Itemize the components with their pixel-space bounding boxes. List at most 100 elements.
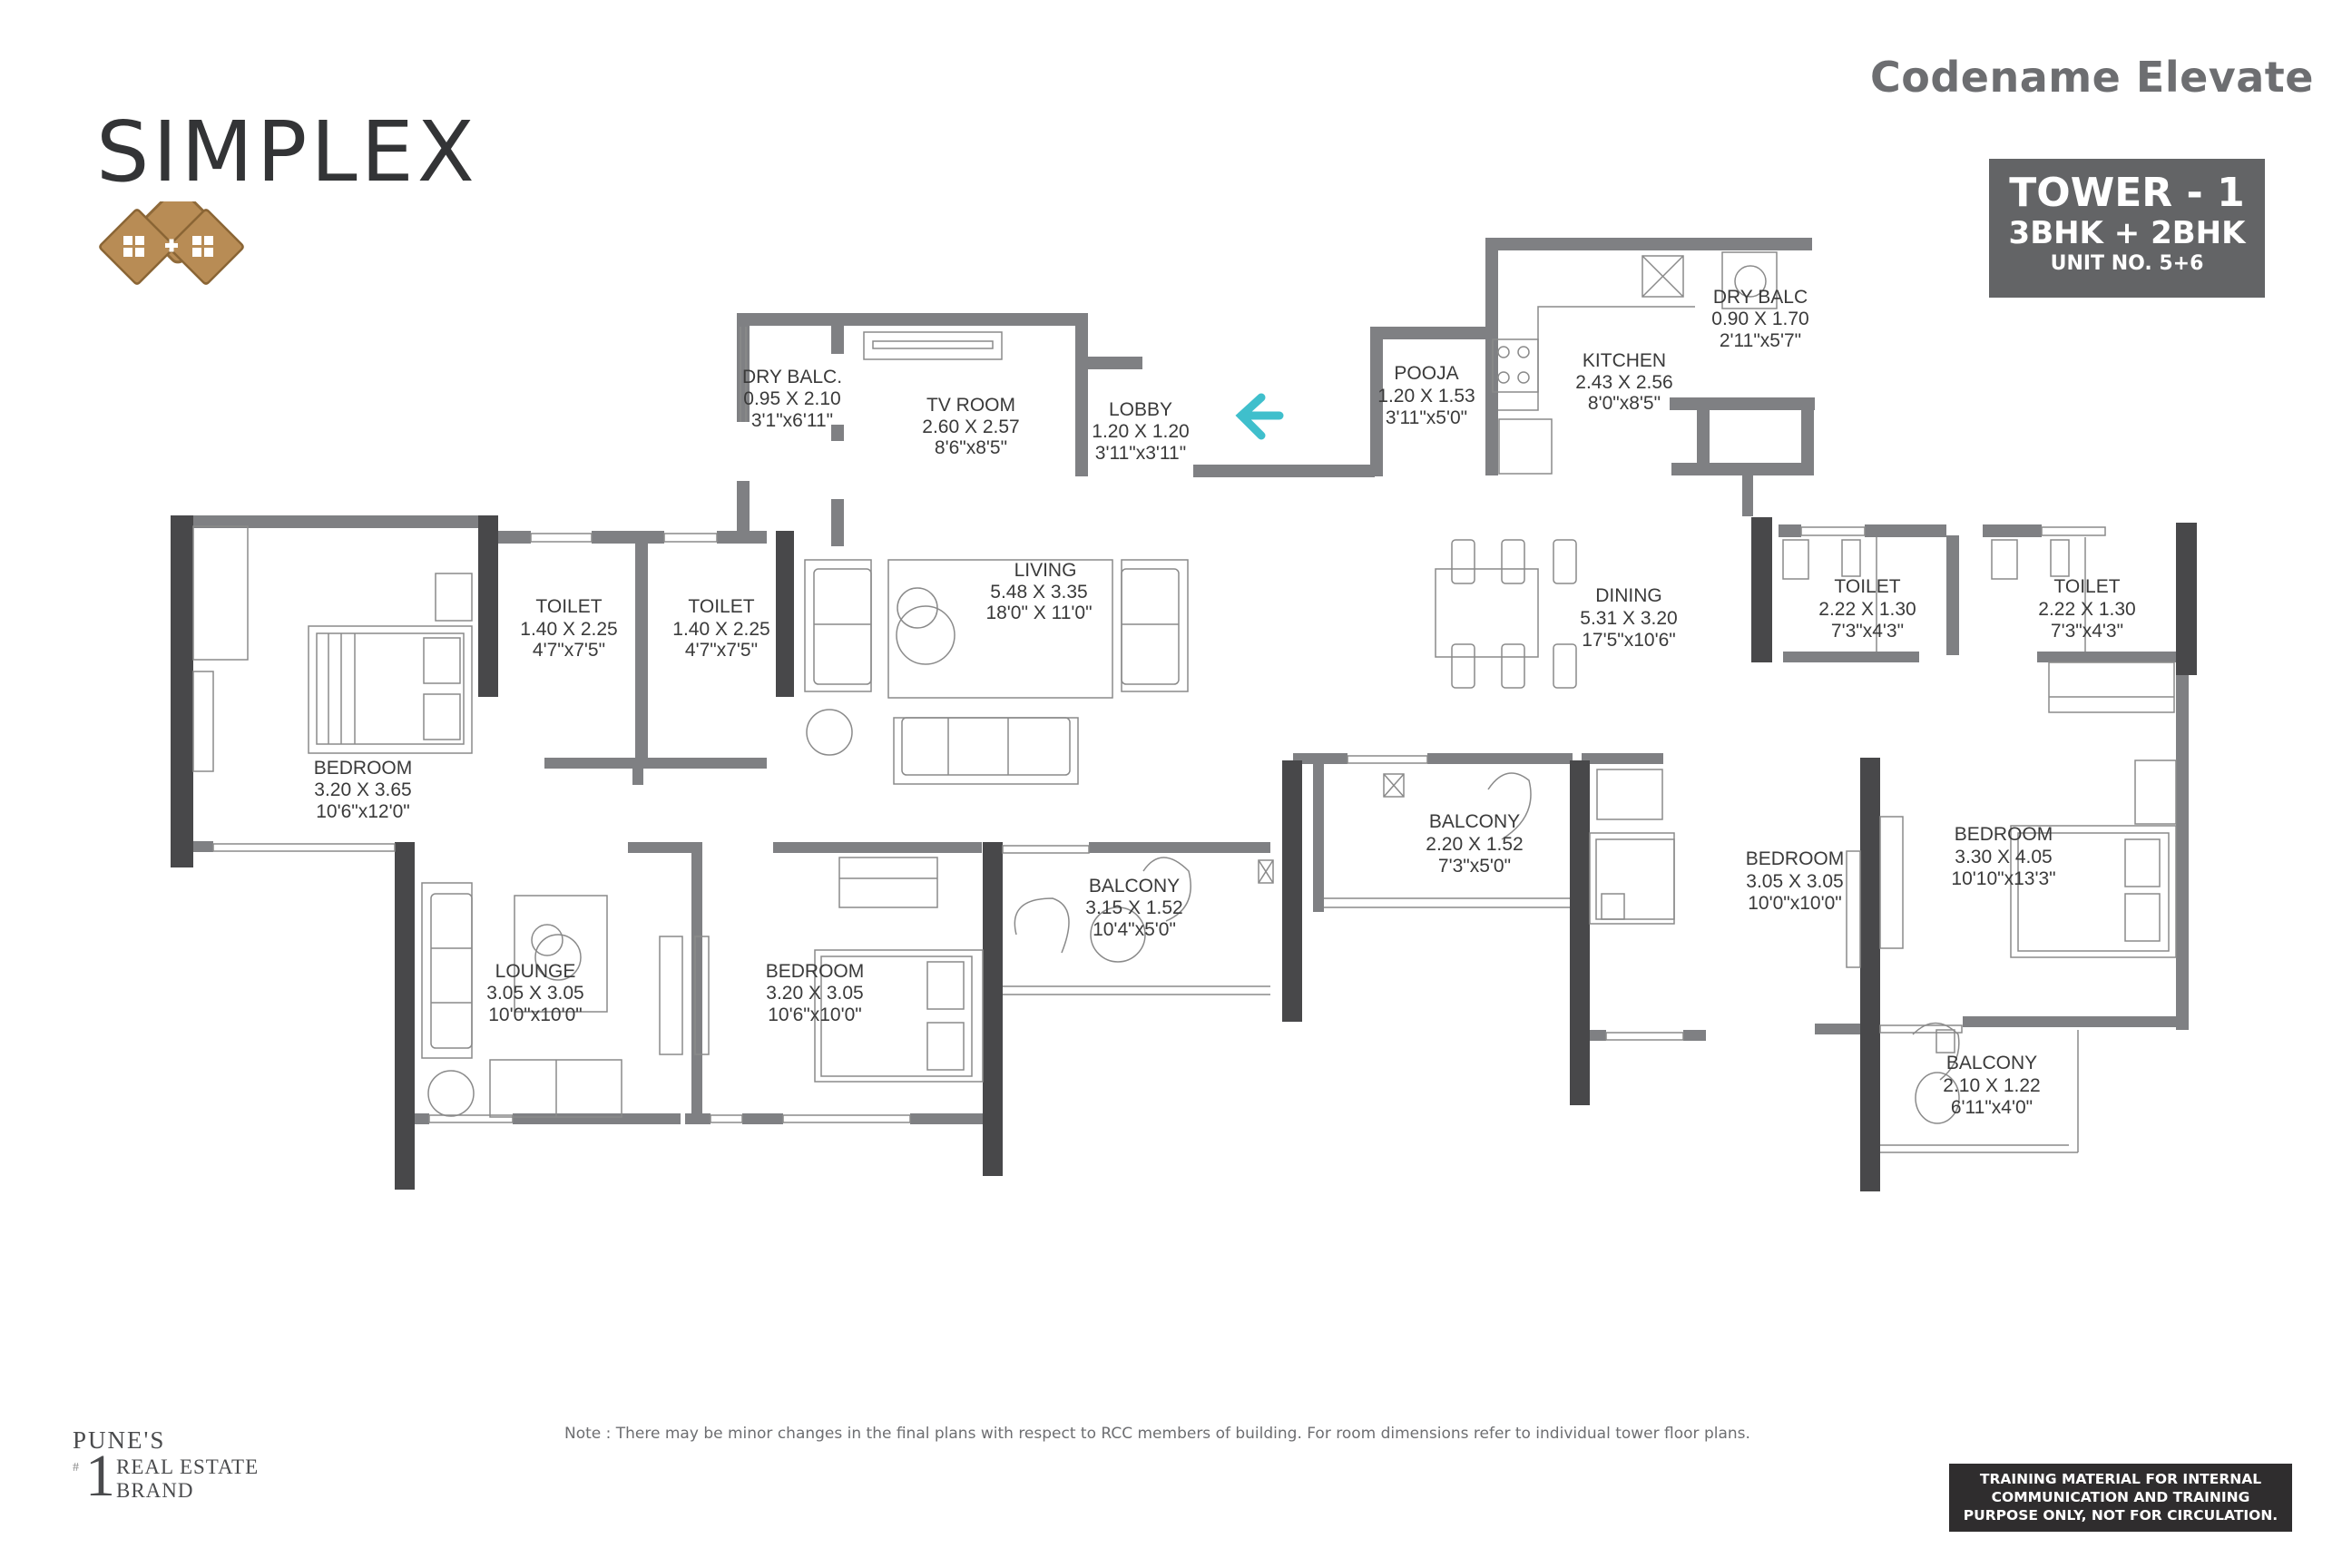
svg-text:7'3"x4'3": 7'3"x4'3" <box>1831 621 1904 642</box>
tower-label: TOWER - 1 <box>2009 170 2245 216</box>
room-label-bedroom-2: BEDROOM 3.05 X 3.05 10'0"x10'0" <box>1746 848 1845 914</box>
svg-text:BEDROOM: BEDROOM <box>1955 824 2053 845</box>
svg-text:8'6"x8'5": 8'6"x8'5" <box>935 437 1007 458</box>
svg-text:2.60 X 2.57: 2.60 X 2.57 <box>922 416 1019 437</box>
room-label-dry-balc-right: DRY BALC 0.90 X 1.70 2'11"x5'7" <box>1711 287 1808 351</box>
svg-text:1.20 X 1.20: 1.20 X 1.20 <box>1092 421 1189 442</box>
svg-text:2.22 X 1.30: 2.22 X 1.30 <box>1818 599 1916 620</box>
room-label-toilet-1: TOILET 1.40 X 2.25 4'7"x7'5" <box>520 596 617 661</box>
svg-text:3'1"x6'11": 3'1"x6'11" <box>751 410 833 431</box>
svg-text:2.22 X 1.30: 2.22 X 1.30 <box>2038 599 2135 620</box>
svg-text:7'3"x5'0": 7'3"x5'0" <box>1438 856 1511 877</box>
svg-text:10'6"x12'0": 10'6"x12'0" <box>316 801 410 822</box>
svg-text:3.20 X 3.65: 3.20 X 3.65 <box>314 779 411 800</box>
svg-text:2.43 X 2.56: 2.43 X 2.56 <box>1575 372 1672 393</box>
training-disclaimer-box: TRAINING MATERIAL FOR INTERNAL COMMUNICA… <box>1949 1464 2292 1532</box>
svg-text:3.05 X 3.05: 3.05 X 3.05 <box>486 983 583 1004</box>
arrow-left-icon <box>1235 393 1284 440</box>
brand-number: 1 <box>85 1443 115 1509</box>
brand-hash: # <box>73 1461 79 1475</box>
svg-text:TOILET: TOILET <box>1834 576 1900 597</box>
svg-text:5.31 X 3.20: 5.31 X 3.20 <box>1580 608 1677 629</box>
unit-label: UNIT NO. 5+6 <box>2050 252 2204 275</box>
room-label-bedroom-3: BEDROOM 3.30 X 4.05 10'10"x13'3" <box>1951 824 2055 889</box>
svg-text:BALCONY: BALCONY <box>1089 876 1180 897</box>
svg-text:0.90 X 1.70: 0.90 X 1.70 <box>1711 309 1808 329</box>
svg-text:1.20 X 1.53: 1.20 X 1.53 <box>1377 386 1475 407</box>
disclaimer-line-2: COMMUNICATION AND TRAINING <box>1991 1489 2250 1505</box>
furniture <box>192 251 2177 1124</box>
project-name: Codename Elevate <box>1869 53 2314 102</box>
svg-text:LOBBY: LOBBY <box>1109 399 1172 420</box>
svg-text:POOJA: POOJA <box>1394 363 1458 384</box>
brand-line-1: PUNE'S <box>73 1426 166 1454</box>
svg-text:1.40 X 2.25: 1.40 X 2.25 <box>672 619 769 640</box>
windows <box>212 327 2106 1153</box>
disclaimer-note: Note : There may be minor changes in the… <box>564 1425 1750 1443</box>
svg-text:5.48 X 3.35: 5.48 X 3.35 <box>990 582 1087 603</box>
svg-text:8'0"x8'5": 8'0"x8'5" <box>1588 393 1661 414</box>
disclaimer-line-1: TRAINING MATERIAL FOR INTERNAL <box>1979 1471 2262 1487</box>
svg-text:10'0"x10'0": 10'0"x10'0" <box>1748 893 1842 914</box>
svg-text:DRY BALC.: DRY BALC. <box>742 367 842 387</box>
room-label-living: LIVING 5.48 X 3.35 18'0" X 11'0" <box>985 560 1092 623</box>
svg-text:TOILET: TOILET <box>688 596 754 617</box>
svg-text:3.20 X 3.05: 3.20 X 3.05 <box>766 983 863 1004</box>
svg-text:3.15 X 1.52: 3.15 X 1.52 <box>1085 897 1182 918</box>
svg-text:TOILET: TOILET <box>2053 576 2120 597</box>
svg-text:10'0"x10'0": 10'0"x10'0" <box>488 1004 583 1025</box>
room-label-pooja: POOJA 1.20 X 1.53 3'11"x5'0" <box>1377 363 1475 428</box>
room-label-toilet-4: TOILET 2.22 X 1.30 7'3"x4'3" <box>2038 576 2135 642</box>
svg-text:6'11"x4'0": 6'11"x4'0" <box>1951 1097 2033 1118</box>
room-label-bedroom-4: BEDROOM 3.20 X 3.05 10'6"x10'0" <box>766 961 865 1025</box>
room-label-lobby: LOBBY 1.20 X 1.20 3'11"x3'11" <box>1092 399 1189 464</box>
svg-text:BALCONY: BALCONY <box>1429 811 1520 832</box>
svg-text:LIVING: LIVING <box>1014 560 1077 581</box>
svg-text:BEDROOM: BEDROOM <box>766 961 865 982</box>
svg-text:10'10"x13'3": 10'10"x13'3" <box>1951 868 2055 889</box>
room-labels: DRY BALC. 0.95 X 2.10 3'1"x6'11" TV ROOM… <box>314 287 2136 1118</box>
layout-type-title: SIMPLEX <box>96 103 478 201</box>
svg-text:BEDROOM: BEDROOM <box>314 758 413 779</box>
svg-text:3'11"x5'0": 3'11"x5'0" <box>1386 407 1467 428</box>
svg-text:BEDROOM: BEDROOM <box>1746 848 1845 869</box>
room-label-dry-balc-left: DRY BALC. 0.95 X 2.10 3'1"x6'11" <box>742 367 842 431</box>
svg-text:3'11"x3'11": 3'11"x3'11" <box>1095 443 1186 464</box>
room-label-bedroom-1: BEDROOM 3.20 X 3.65 10'6"x12'0" <box>314 758 413 822</box>
svg-text:TV ROOM: TV ROOM <box>926 395 1015 416</box>
disclaimer-line-3: PURPOSE ONLY, NOT FOR CIRCULATION. <box>1963 1507 2278 1524</box>
svg-text:4'7"x7'5": 4'7"x7'5" <box>685 640 758 661</box>
svg-text:DRY BALC: DRY BALC <box>1713 287 1808 308</box>
room-label-tv-room: TV ROOM 2.60 X 2.57 8'6"x8'5" <box>922 395 1019 458</box>
twin-house-diamond-icon <box>99 201 244 285</box>
svg-text:KITCHEN: KITCHEN <box>1583 350 1666 371</box>
svg-text:2.20 X 1.52: 2.20 X 1.52 <box>1426 834 1523 855</box>
svg-text:3.05 X 3.05: 3.05 X 3.05 <box>1746 871 1843 892</box>
room-label-kitchen: KITCHEN 2.43 X 2.56 8'0"x8'5" <box>1575 350 1672 414</box>
svg-text:0.95 X 2.10: 0.95 X 2.10 <box>743 388 840 409</box>
svg-text:17'5"x10'6": 17'5"x10'6" <box>1582 630 1676 651</box>
walls-light <box>181 238 2189 1124</box>
room-label-lounge: LOUNGE 3.05 X 3.05 10'0"x10'0" <box>486 961 583 1025</box>
svg-text:10'6"x10'0": 10'6"x10'0" <box>768 1004 862 1025</box>
svg-text:LOUNGE: LOUNGE <box>495 961 576 982</box>
svg-text:DINING: DINING <box>1595 585 1662 606</box>
svg-text:1.40 X 2.25: 1.40 X 2.25 <box>520 619 617 640</box>
room-label-dining: DINING 5.31 X 3.20 17'5"x10'6" <box>1580 585 1677 651</box>
configuration-label: 3BHK + 2BHK <box>2008 215 2246 251</box>
tower-unit-badge: TOWER - 1 3BHK + 2BHK UNIT NO. 5+6 <box>1989 159 2265 298</box>
walls-dark <box>171 515 2197 1191</box>
svg-text:7'3"x4'3": 7'3"x4'3" <box>2051 621 2123 642</box>
room-label-toilet-3: TOILET 2.22 X 1.30 7'3"x4'3" <box>1818 576 1916 642</box>
svg-text:TOILET: TOILET <box>535 596 602 617</box>
svg-text:10'4"x5'0": 10'4"x5'0" <box>1093 919 1176 940</box>
svg-text:18'0" X 11'0": 18'0" X 11'0" <box>985 603 1092 623</box>
svg-text:2'11"x5'7": 2'11"x5'7" <box>1720 330 1801 351</box>
room-label-balcony-3: BALCONY 2.10 X 1.22 6'11"x4'0" <box>1943 1053 2040 1118</box>
svg-text:BALCONY: BALCONY <box>1946 1053 2037 1073</box>
svg-text:4'7"x7'5": 4'7"x7'5" <box>533 640 605 661</box>
svg-text:3.30 X 4.05: 3.30 X 4.05 <box>1955 847 2052 867</box>
